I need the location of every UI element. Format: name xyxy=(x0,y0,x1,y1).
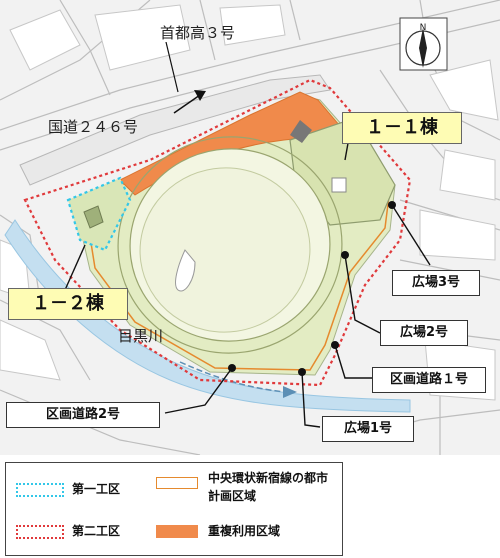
river-label: 目黒川 xyxy=(118,327,164,345)
plaza-3-dot xyxy=(388,201,396,209)
inner-pond xyxy=(175,249,196,292)
road-1-label: 区画道路１号 xyxy=(372,367,486,393)
legend-zone2-swatch xyxy=(16,525,64,539)
river-flow-arrow-icon xyxy=(283,386,297,398)
building-1-1-annex xyxy=(290,120,312,143)
north-arrow-icon xyxy=(419,28,427,68)
expressway-label: 首都高３号 xyxy=(160,24,236,42)
callout-lines xyxy=(64,131,431,428)
compass-letter: N xyxy=(420,23,427,33)
legend-zone2-label: 第二工区 xyxy=(72,524,121,538)
building-1-1-label: １－１棟 xyxy=(342,112,462,144)
national-route-label: 国道２４６号 xyxy=(48,118,139,136)
national-route-band xyxy=(19,74,331,186)
callout-dots xyxy=(228,201,396,376)
legend-zone1-label: 第一工区 xyxy=(72,482,121,496)
map-legend: 第一工区 第二工区 中央環状新宿線の都市計画区域 重複利用区域 xyxy=(5,462,343,556)
river-flow-line xyxy=(179,361,286,393)
legend-zone1-swatch xyxy=(16,483,64,497)
site-map: N xyxy=(0,0,500,455)
plaza-1-label: 広場1号 xyxy=(322,416,414,442)
legend-overlap-label: 重複利用区域 xyxy=(208,524,281,538)
road-2-dot xyxy=(228,364,236,372)
road-2-label: 区画道路2号 xyxy=(6,402,160,428)
expressway-leader xyxy=(165,42,179,93)
building-1-2-label: １－２棟 xyxy=(8,288,128,320)
compass: N xyxy=(399,17,448,71)
legend-city-plan-label: 中央環状新宿線の都市計画区域 xyxy=(208,471,329,503)
road-1-dot xyxy=(331,341,339,349)
plaza-3-label: 広場3号 xyxy=(392,270,480,296)
building-1-1-marker xyxy=(331,177,347,193)
legend-overlap-swatch xyxy=(156,525,198,538)
plaza-2-dot xyxy=(341,251,349,259)
plaza-2-label: 広場2号 xyxy=(380,320,468,346)
legend-city-plan-swatch xyxy=(156,477,198,489)
zone2-boundary xyxy=(23,78,412,387)
plaza-1-dot xyxy=(298,368,306,376)
expressway-arrow-icon xyxy=(173,90,206,114)
building-1-2-footprint xyxy=(83,205,104,229)
